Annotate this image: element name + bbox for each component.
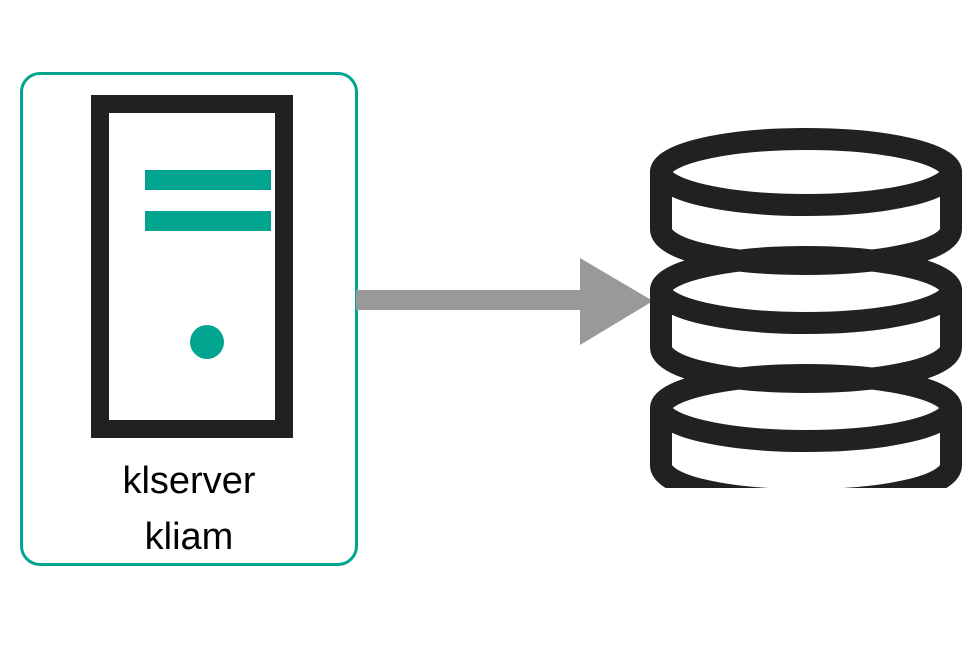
flow-arrow [356,255,656,347]
server-tower-icon [91,95,293,438]
server-slot-bar-2 [145,211,271,231]
server-slot-bar-1 [145,170,271,190]
server-node-card[interactable]: klserver kliam [20,72,358,566]
server-node-label-primary: klserver [122,460,256,502]
server-node-label-secondary: kliam [144,516,234,558]
server-status-dot-icon [190,325,224,359]
server-node-labels: klserver kliam [23,453,355,565]
database-cylinder-icon[interactable] [648,110,964,488]
